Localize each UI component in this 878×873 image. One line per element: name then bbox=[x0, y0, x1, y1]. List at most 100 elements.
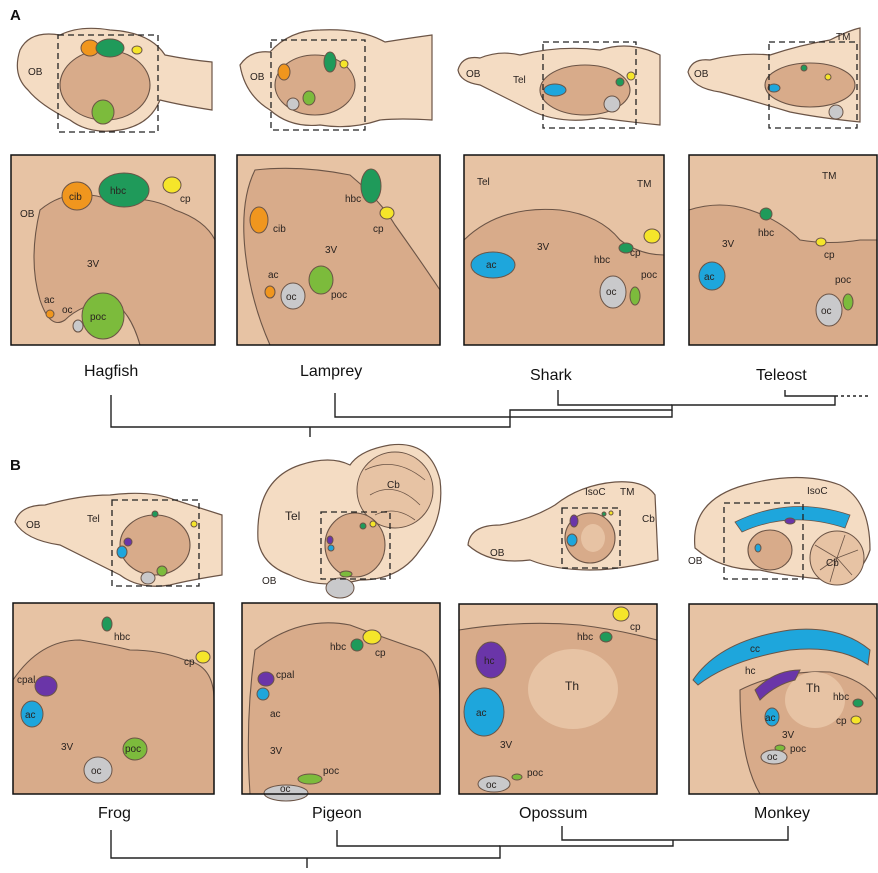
pigeon-thumbnail: Tel Cb OB bbox=[258, 444, 441, 598]
pigeon-label-hbc: hbc bbox=[330, 642, 346, 653]
pigeon-thumb-tel: Tel bbox=[285, 509, 300, 523]
frog-label-hbc: hbc bbox=[114, 632, 130, 643]
frog-label-cp: cp bbox=[184, 657, 195, 668]
teleost-label-poc: poc bbox=[835, 275, 851, 286]
opossum-label-hc: hc bbox=[484, 656, 495, 667]
monkey-label-hbc: hbc bbox=[833, 692, 849, 703]
hagfish-label-hbc: hbc bbox=[110, 186, 126, 197]
species-name-pigeon: Pigeon bbox=[312, 805, 362, 822]
monkey-label-3v: 3V bbox=[782, 730, 795, 741]
hagfish-label-ob: OB bbox=[20, 209, 35, 220]
teleost-cp bbox=[816, 238, 826, 246]
lamprey-label-cib: cib bbox=[273, 224, 286, 235]
frog-label-poc: poc bbox=[125, 744, 141, 755]
pigeon-hbc bbox=[351, 639, 363, 651]
species-name-opossum: Opossum bbox=[519, 805, 587, 822]
pigeon-thumb-cb: Cb bbox=[387, 480, 400, 491]
frog-detail: hbc cp cpal ac 3V poc oc bbox=[13, 603, 214, 794]
teleost-label-hbc: hbc bbox=[758, 228, 774, 239]
monkey-ac-mark bbox=[755, 544, 761, 552]
monkey-label-hc: hc bbox=[745, 666, 756, 677]
hagfish-oc bbox=[73, 320, 83, 332]
lamprey-cp-mark bbox=[340, 60, 348, 68]
teleost-hbc bbox=[760, 208, 772, 220]
panel-a-letter: A bbox=[10, 7, 21, 24]
frog-thumbnail: OB Tel bbox=[15, 493, 222, 586]
monkey-thumb-cb: Cb bbox=[826, 558, 839, 569]
frog-label-ac: ac bbox=[25, 710, 36, 721]
shark-cp-mark bbox=[627, 72, 635, 80]
teleost-poc bbox=[843, 294, 853, 310]
lamprey-label-hbc: hbc bbox=[345, 194, 361, 205]
frog-poc-mark bbox=[157, 566, 167, 576]
phylogeny-tree-b bbox=[111, 826, 788, 868]
frog-label-3v: 3V bbox=[61, 742, 74, 753]
hagfish-label-ac: ac bbox=[44, 295, 55, 306]
lamprey-ac bbox=[265, 286, 275, 298]
hagfish-label-oc: oc bbox=[62, 305, 73, 316]
teleost-ac-mark bbox=[768, 84, 780, 92]
shark-thumb-tel: Tel bbox=[513, 75, 526, 86]
panel-b-letter: B bbox=[10, 457, 21, 474]
frog-hbc bbox=[102, 617, 112, 631]
teleost-label-oc: oc bbox=[821, 306, 832, 317]
teleost-label-cp: cp bbox=[824, 250, 835, 261]
pigeon-cpal bbox=[258, 672, 274, 686]
shark-ac-mark bbox=[544, 84, 566, 96]
monkey-hc-mark bbox=[785, 518, 795, 524]
monkey-label-cc: cc bbox=[750, 644, 760, 655]
pigeon-cp-mark bbox=[370, 521, 376, 527]
phylogeny-tree-a bbox=[111, 390, 870, 437]
teleost-hbc-mark bbox=[801, 65, 807, 71]
frog-label-cpal: cpal bbox=[17, 675, 35, 686]
opossum-label-oc: oc bbox=[486, 780, 497, 791]
shark-cp bbox=[644, 229, 660, 243]
hagfish-detail: OB cib hbc cp 3V ac oc poc bbox=[11, 155, 215, 345]
lamprey-cp bbox=[380, 207, 394, 219]
shark-label-tel: Tel bbox=[477, 177, 490, 188]
hagfish-cp bbox=[163, 177, 181, 193]
teleost-label-ac: ac bbox=[704, 272, 715, 283]
shark-label-tm: TM bbox=[637, 179, 651, 190]
opossum-label-hbc: hbc bbox=[577, 632, 593, 643]
lamprey-thumbnail: OB bbox=[240, 30, 432, 130]
shark-label-3v: 3V bbox=[537, 242, 550, 253]
opossum-thumb-isoc: IsoC bbox=[585, 487, 606, 498]
opossum-thumb-ob: OB bbox=[490, 548, 505, 559]
monkey-thumbnail: OB IsoC Cb bbox=[688, 478, 870, 586]
species-name-lamprey: Lamprey bbox=[300, 363, 362, 380]
monkey-label-poc: poc bbox=[790, 744, 806, 755]
lamprey-cib bbox=[250, 207, 268, 233]
pigeon-label-cpal: cpal bbox=[276, 670, 294, 681]
opossum-label-ac: ac bbox=[476, 708, 487, 719]
hagfish-ac bbox=[46, 310, 54, 318]
lamprey-oc-mark bbox=[287, 98, 299, 110]
species-name-teleost: Teleost bbox=[756, 367, 807, 384]
frog-hbc-mark bbox=[152, 511, 158, 517]
shark-thumb-ob: OB bbox=[466, 69, 481, 80]
pigeon-ac-mark bbox=[328, 545, 334, 551]
opossum-poc bbox=[512, 774, 522, 780]
frog-cp bbox=[196, 651, 210, 663]
pigeon-ac bbox=[257, 688, 269, 700]
lamprey-hbc-mark bbox=[324, 52, 336, 72]
shark-thumbnail: OB Tel bbox=[458, 42, 660, 128]
monkey-hbc bbox=[853, 699, 863, 707]
frog-cp-mark bbox=[191, 521, 197, 527]
pigeon-label-ac: ac bbox=[270, 709, 281, 720]
monkey-thumb-ob: OB bbox=[688, 556, 703, 567]
lamprey-poc-mark bbox=[303, 91, 315, 105]
pigeon-detail: hbc cp cpal ac 3V poc oc bbox=[242, 603, 440, 801]
shark-label-ac: ac bbox=[486, 260, 497, 271]
opossum-label-poc: poc bbox=[527, 768, 543, 779]
shark-label-poc: poc bbox=[641, 270, 657, 281]
pigeon-label-poc: poc bbox=[323, 766, 339, 777]
opossum-thumb-tm: TM bbox=[620, 487, 634, 498]
frog-oc-mark bbox=[141, 572, 155, 584]
opossum-label-3v: 3V bbox=[500, 740, 513, 751]
lamprey-hbc bbox=[361, 169, 381, 203]
opossum-hc-mark bbox=[570, 515, 578, 527]
pigeon-thumb-ob: OB bbox=[262, 576, 277, 587]
shark-label-oc: oc bbox=[606, 287, 617, 298]
